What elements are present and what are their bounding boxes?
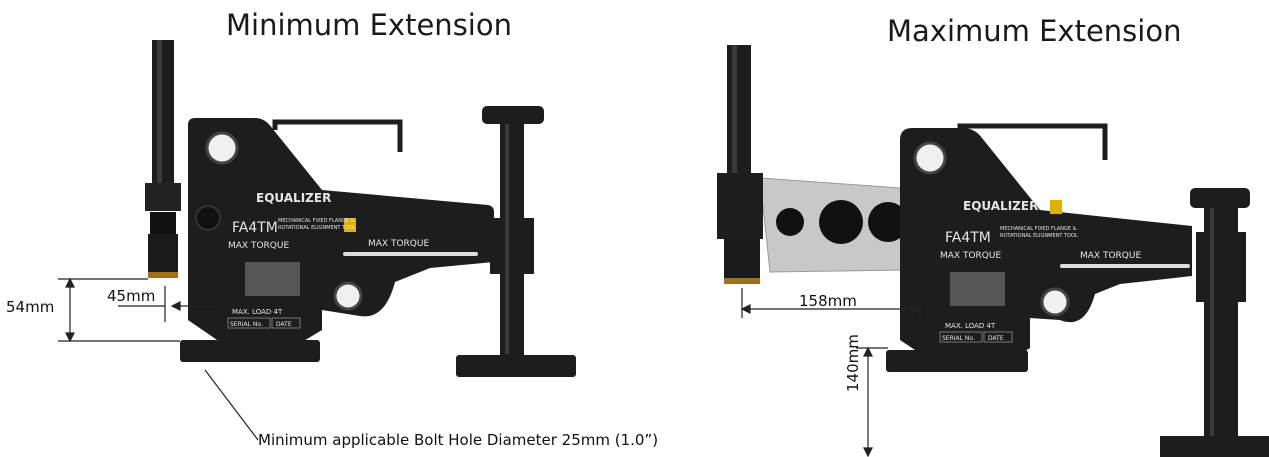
brand-text-max: EQUALIZER (963, 199, 1038, 213)
maximum-extension-title: Maximum Extension (887, 14, 1182, 48)
minimum-extension-title: Minimum Extension (226, 8, 512, 42)
max-torque-label-2: MAX TORQUE (368, 239, 429, 249)
handle (272, 119, 403, 152)
top-column-max (727, 45, 751, 175)
max-load-label-max: MAX. LOAD 4T (945, 322, 996, 330)
max-dimension-lines (740, 288, 922, 457)
top-column (152, 40, 174, 185)
desc-line1: MECHANICAL FIXED FLANGE & (278, 218, 355, 224)
max-torque-label: MAX TORQUE (228, 241, 289, 251)
bolt-hole-note: Minimum applicable Bolt Hole Diameter 25… (258, 431, 659, 449)
base-plate (456, 355, 576, 377)
min-dimension-lines (58, 277, 259, 441)
model-text: FA4TM (232, 220, 278, 236)
adjuster-knob (482, 106, 544, 124)
max-torque-label-max: MAX TORQUE (940, 251, 1001, 261)
model-text-max: FA4TM (945, 230, 991, 246)
serial-label-max: SERIAL No. (942, 335, 975, 342)
tip-jaw (148, 234, 178, 276)
bottom-foot (180, 340, 320, 362)
warning-sign-icon-max (1050, 200, 1062, 214)
min-height-dimension: 54mm (6, 298, 55, 316)
date-label-max: DATE (988, 335, 1004, 342)
min-reach-dimension: 45mm (107, 287, 156, 305)
tool-maximum-extension: EQUALIZER FA4TM MECHANICAL FIXED FLANGE … (717, 45, 1269, 457)
lower-hole (333, 281, 363, 311)
max-reach-dimension: 158mm (799, 292, 857, 310)
date-label: DATE (276, 321, 292, 328)
tool-minimum-extension: EQUALIZER FA4TM MECHANICAL FIXED FLANGE … (145, 40, 576, 377)
desc-line2-max: ROTATIONAL ELIGNMENT TOOL (1000, 233, 1078, 239)
brand-text: EQUALIZER (256, 191, 331, 205)
max-height-dimension: 140mm (844, 334, 862, 392)
upper-hole (205, 131, 239, 165)
desc-line1-max: MECHANICAL FIXED FLANGE & (1000, 226, 1077, 232)
equalizer-collar (145, 183, 181, 211)
serial-label: SERIAL No. (230, 321, 263, 328)
max-load-label: MAX. LOAD 4T (232, 308, 283, 316)
desc-line2: ROTATIONAL ELIGNMENT TOOL (278, 225, 356, 231)
max-torque-label-max-2: MAX TORQUE (1080, 251, 1141, 261)
warning-sign-icon (344, 218, 356, 232)
